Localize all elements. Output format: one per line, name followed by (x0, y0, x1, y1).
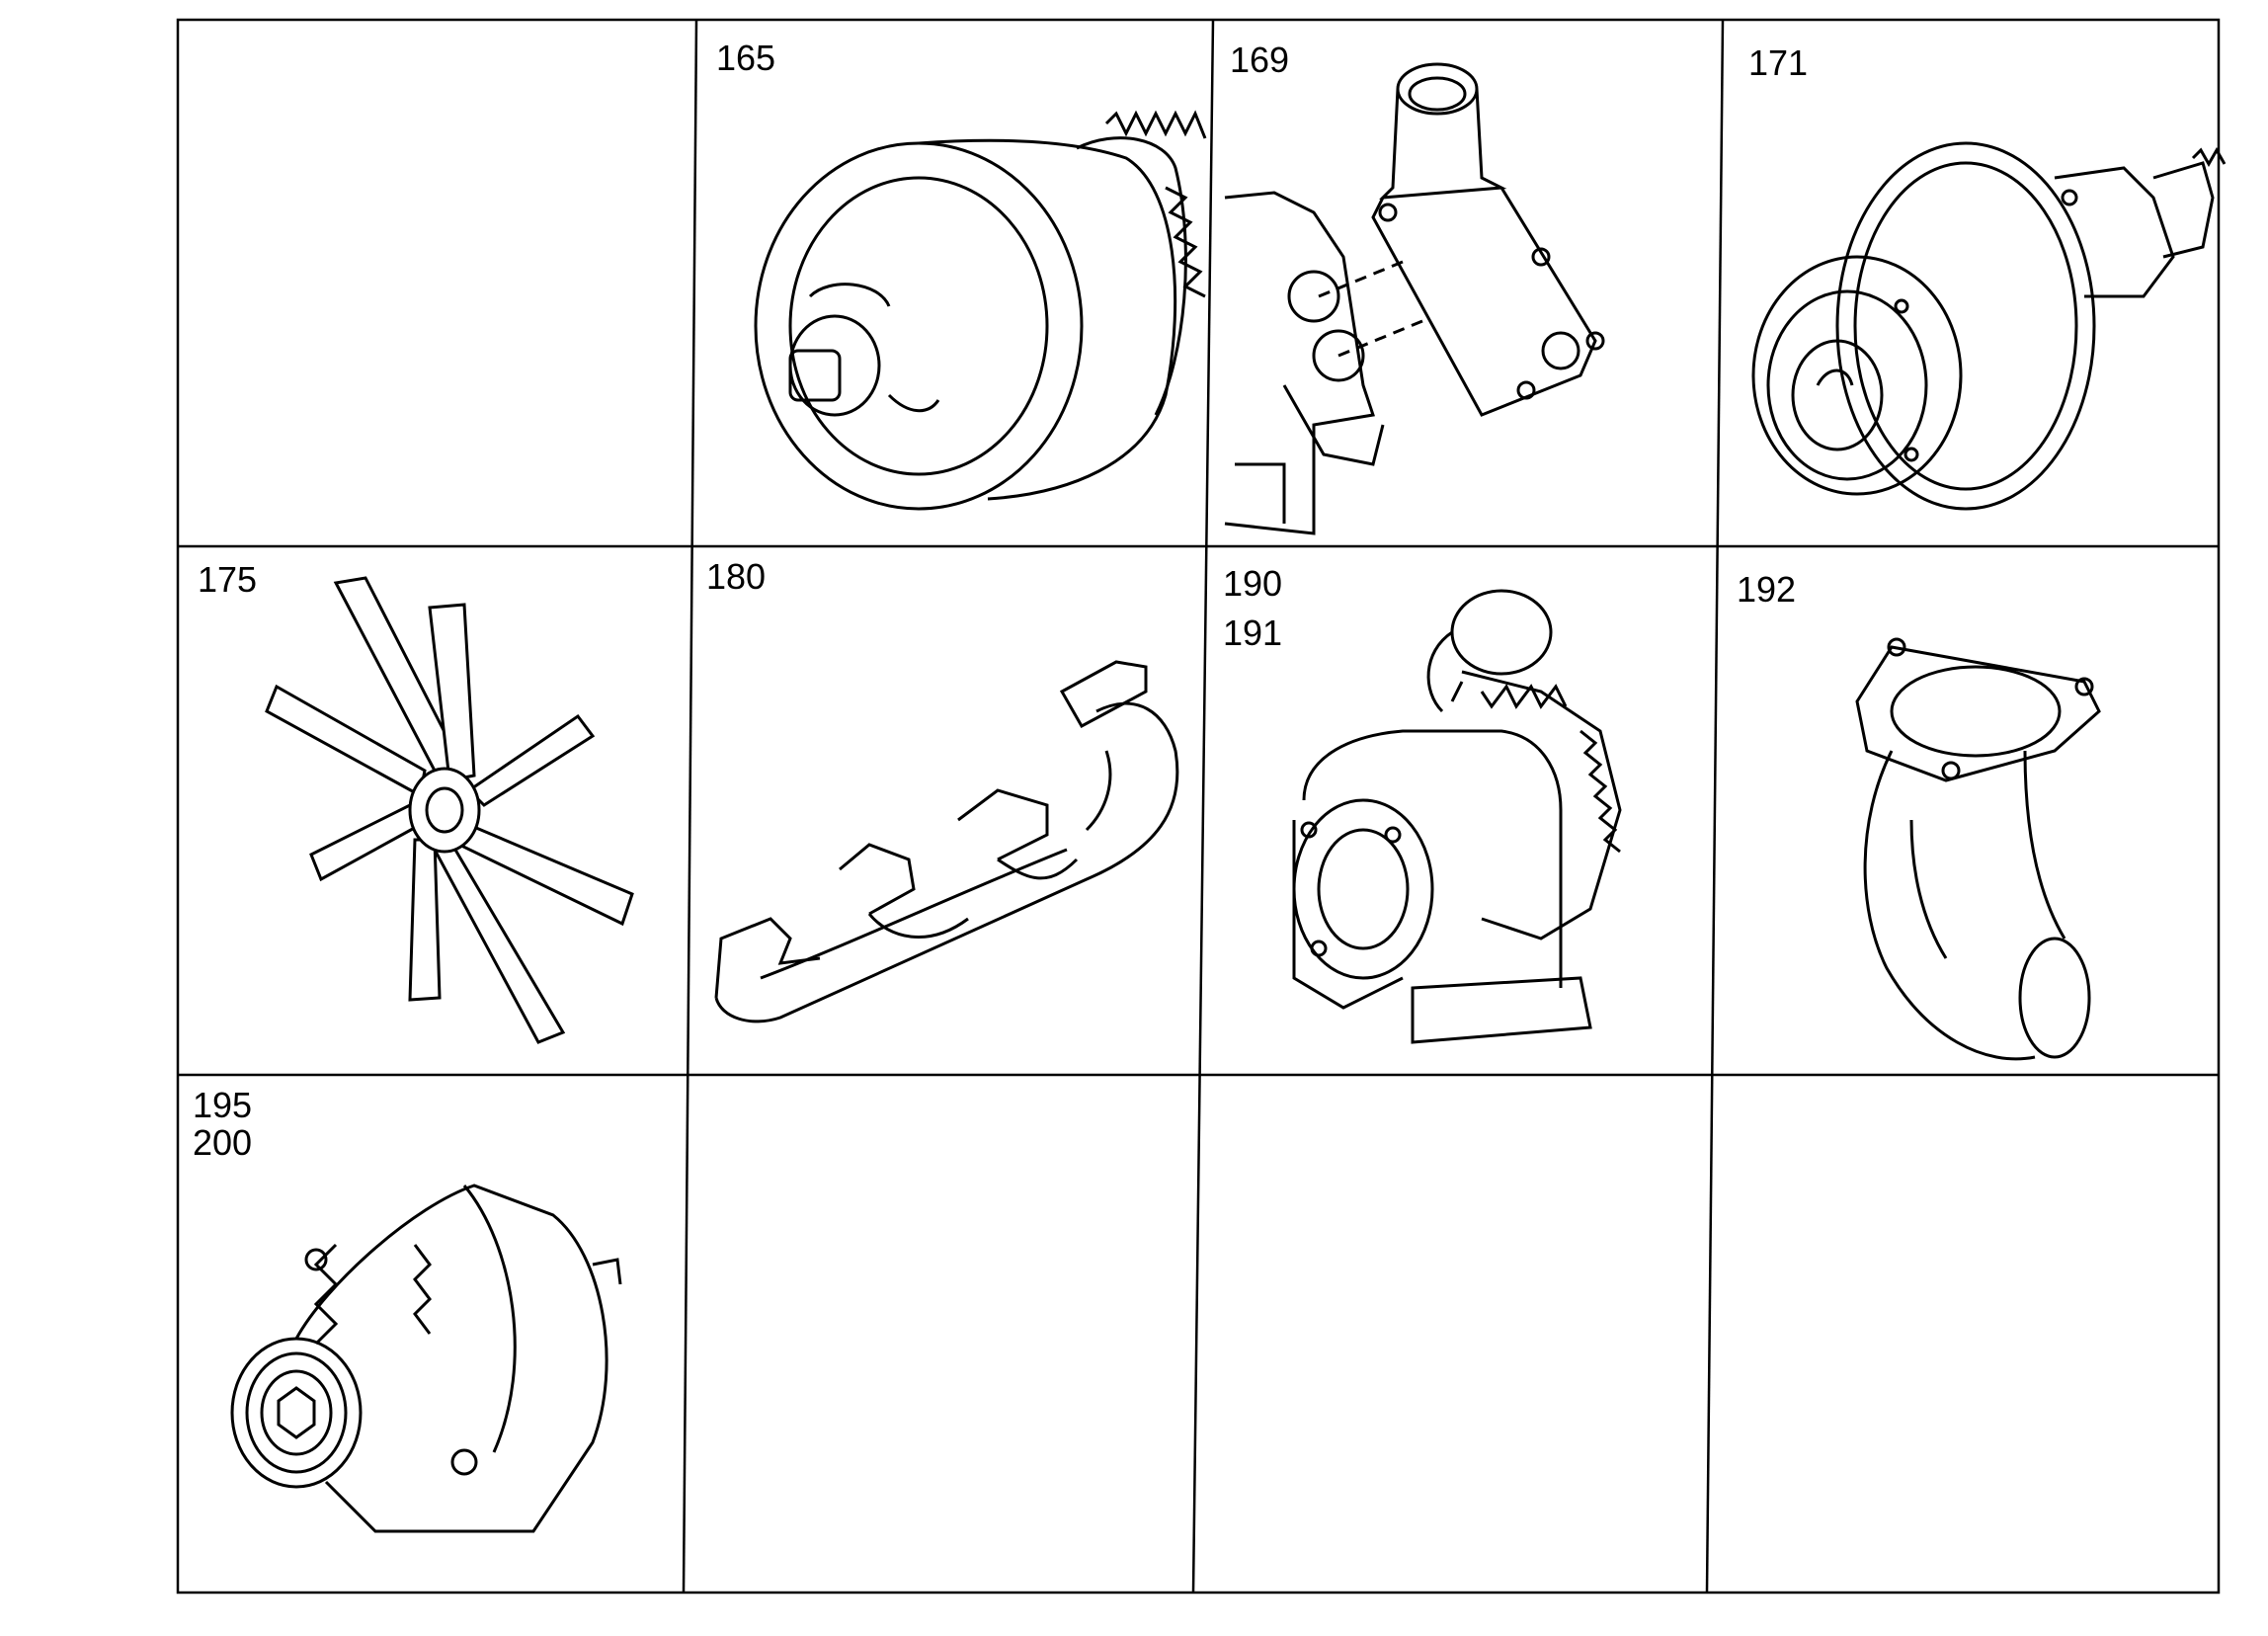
elbow-pipe-drawing (1855, 637, 2101, 1061)
alternator-drawing (230, 1184, 622, 1533)
cell-192-number: 192 (1737, 569, 1797, 610)
cell-191-number: 191 (1223, 613, 1283, 653)
cell-175-number: 175 (198, 559, 258, 600)
catalog-grid (176, 18, 2221, 1595)
water-pump-drawing (754, 110, 1207, 511)
cell-200-number: 200 (193, 1122, 253, 1163)
cell-195-number: 195 (193, 1085, 253, 1125)
exhaust-manifold-drawing (714, 660, 1179, 1023)
turbocharger-drawing (1292, 589, 1622, 1044)
cell-171-number: 171 (1748, 42, 1809, 83)
pump-housing-drawing (1224, 62, 1605, 535)
cell-190-number: 190 (1223, 563, 1283, 604)
cell-169-number: 169 (1230, 40, 1290, 80)
pump-pulley-drawing (1751, 141, 2227, 511)
fan-drawing (265, 576, 634, 1044)
cell-165-number: 165 (716, 38, 776, 78)
cell-180-number: 180 (706, 556, 767, 597)
